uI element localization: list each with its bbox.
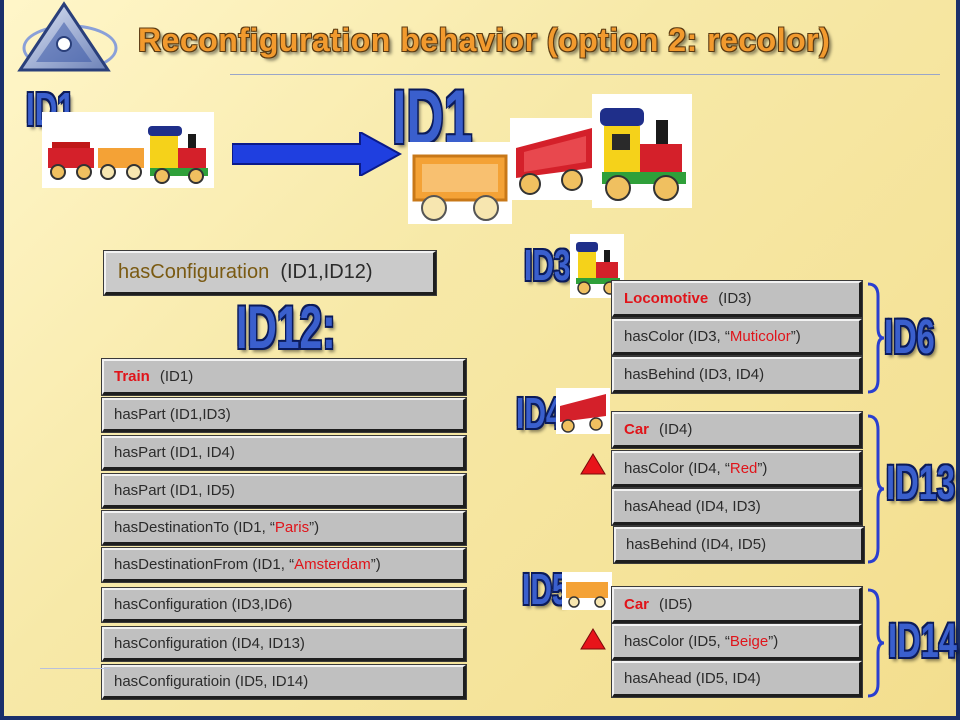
fact-keyword: Car [624,421,650,438]
fact-text: ”) [790,328,801,345]
fact-train: Train (ID1) [101,358,467,396]
fact-configuration-id6: hasConfiguration (ID3,ID6) [101,587,467,623]
wagon-photo [562,572,612,610]
predicate-name: hasConfiguration [118,261,270,283]
fact-color-id4: hasColor (ID4, “Red”) [611,450,863,488]
fact-color-id3: hasColor (ID3, “Muticolor”) [611,318,863,356]
fact-behind-id3: hasBehind (ID3, ID4) [611,356,863,394]
fact-text: ”) [370,556,381,573]
fact-text: ”) [309,519,320,536]
label-id12: ID12: [236,294,336,361]
label-id13: ID13 [886,457,955,510]
fact-value: Amsterdam [294,556,371,573]
wagon-photo [556,388,610,434]
brace-icon [867,414,885,564]
fact-color-id5: hasColor (ID5, “Beige”) [611,623,863,661]
fact-configuration-id13: hasConfiguration (ID4, ID13) [101,626,467,662]
label-id3: ID3 [524,241,571,290]
locomotive-photo [592,94,692,208]
fact-ahead-id5: hasAhead (ID5, ID4) [611,660,863,698]
fact-has-part-id5: hasPart (ID1, ID5) [101,473,467,509]
fact-car-id5: Car (ID5) [611,586,863,624]
fact-car-id4: Car (ID4) [611,411,863,449]
label-id5: ID5 [522,565,569,614]
fact-value: Red [729,460,758,477]
fact-text: hasColor (ID3, “ [624,328,730,345]
fact-text: ”) [768,633,779,650]
slide-title: Reconfiguration behavior (option 2: reco… [138,22,831,58]
fact-args: (ID5) [659,596,693,613]
fact-behind-id4: hasBehind (ID4, ID5) [613,526,865,564]
label-id6: ID6 [884,311,935,364]
fact-text: hasDestinationFrom (ID1, “ [114,556,295,573]
decorative-line [40,668,110,669]
predicate-args: (ID1,ID12) [280,261,373,283]
label-id14: ID14 [888,615,957,668]
fact-value: Beige [729,633,769,650]
fact-ahead-id4: hasAhead (ID4, ID3) [611,488,863,526]
arrow-icon [232,132,402,176]
brace-icon [867,282,885,394]
fact-configuration-id14: hasConfiguratioin (ID5, ID14) [101,664,467,700]
fact-args: (ID1) [159,368,194,385]
brace-icon [867,588,885,698]
fact-keyword: Car [624,596,650,613]
fact-has-part-id4: hasPart (ID1, ID4) [101,435,467,471]
has-configuration-box: hasConfiguration (ID1,ID12) [103,250,437,296]
fact-text: hasColor (ID5, “ [624,633,730,650]
logo-icon [17,1,118,72]
train-photo [42,112,214,188]
wagon-photo [510,118,598,200]
title-divider [230,74,940,75]
warning-triangle-icon [580,453,606,475]
fact-has-part-id3: hasPart (ID1,ID3) [101,397,467,433]
fact-value: Paris [274,519,310,536]
fact-text: hasDestinationTo (ID1, “ [114,519,275,536]
wagon-photo [408,142,512,224]
fact-destination-from: hasDestinationFrom (ID1, “Amsterdam”) [101,547,467,583]
fact-locomotive: Locomotive (ID3) [611,280,863,318]
fact-text: hasColor (ID4, “ [624,460,730,477]
fact-keyword: Train [114,368,150,385]
warning-triangle-icon [580,628,606,650]
label-id4: ID4 [516,389,563,438]
fact-args: (ID3) [718,290,752,307]
fact-text: ”) [757,460,768,477]
fact-value: Muticolor [729,328,791,345]
fact-destination-to: hasDestinationTo (ID1, “Paris”) [101,510,467,546]
fact-keyword: Locomotive [624,290,709,307]
fact-args: (ID4) [659,421,693,438]
